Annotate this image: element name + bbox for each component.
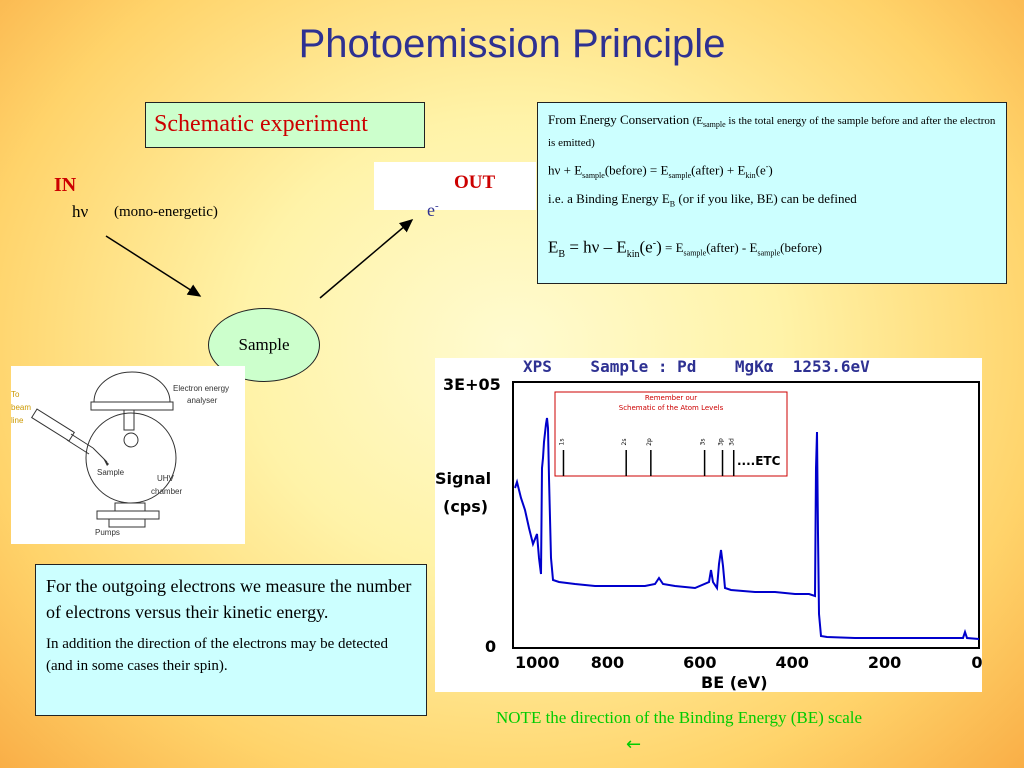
x-tick-800: 800 [591,653,624,672]
inset-level-label-1s: 1s [558,439,565,446]
energy-intro: From Energy Conservation (Esample is the… [548,112,996,150]
schematic-heading: Schematic experiment [145,102,425,148]
inset-etc: ....ETC [737,454,781,468]
apparatus-diagram: To beam line Electron energy analyser Sa… [11,366,245,544]
uhv-label-2: chamber [151,487,183,496]
electron-charge: - [435,200,439,212]
out-panel [374,162,536,210]
electron-symbol: e [427,200,435,220]
x-axis-label: BE (eV) [701,673,768,692]
outgoing-text-1: For the outgoing electrons we measure th… [46,576,412,622]
outgoing-electrons-box: For the outgoing electrons we measure th… [35,564,427,716]
analyser-label-2: analyser [187,396,218,405]
analyser-label-1: Electron energy [173,384,230,393]
x-tick-400: 400 [775,653,808,672]
uhv-label-1: UHV [157,474,174,483]
outgoing-text-2: In addition the direction of the electro… [46,636,388,674]
xps-spectrum-panel: XPS Sample : Pd MgKα 1253.6eV 3E+05 0 Si… [435,357,983,692]
in-label: IN [54,174,77,196]
sample-label: Sample [238,335,290,354]
inset-level-label-3p: 3p [718,438,725,446]
x-tick-200: 200 [868,653,901,672]
xps-header: XPS Sample : Pd MgKα 1253.6eV [523,358,870,376]
xps-spectrum: XPS Sample : Pd MgKα 1253.6eV 3E+05 0 Si… [435,357,983,692]
y-zero-tick: 0 [485,637,496,656]
binding-energy-def: i.e. a Binding Energy EB (or if you like… [548,191,857,209]
x-ticks: 1000 800 600 400 200 0 [515,653,983,672]
incoming-arrow [105,235,202,297]
inset-level-label-2p: 2p [646,438,653,446]
y-label-1: Signal [435,469,491,488]
inset-level-label-3d: 3d [729,438,736,446]
be-direction-note: NOTE the direction of the Binding Energy… [496,708,863,727]
apparatus-sample-label: Sample [97,468,125,477]
x-tick-600: 600 [683,653,716,672]
mono-energetic-label: (mono-energetic) [114,204,218,220]
outgoing-arrow [319,219,414,299]
slide-title: Photoemission Principle [298,22,726,66]
y-top-tick: 3E+05 [443,375,501,394]
plot-frame [512,381,980,649]
inset-levels: 1s 2s 2p 3s 3p 3d [558,438,736,476]
inset-box [554,391,788,477]
x-tick-1000: 1000 [515,653,560,672]
line-label: line [11,416,24,425]
x-tick-0: 0 [971,653,982,672]
to-label: To [11,390,20,399]
inset-level-label-3s: 3s [700,439,707,446]
left-arrow-icon: ← [626,734,642,755]
beam-label: beam [11,403,32,412]
y-label-2: (cps) [443,497,488,516]
out-label: OUT [454,172,496,193]
inset-level-label-2s: 2s [621,439,628,446]
apparatus-drawing [31,371,177,528]
electron-label: e- [427,200,439,221]
inset-title-2: Schematic of the Atom Levels [619,404,724,412]
photon-label: hν [72,202,89,221]
spectrum-trace [514,417,980,640]
inset-title-1: Remember our [645,394,697,402]
pumps-label: Pumps [95,528,120,537]
energy-conservation-box: From Energy Conservation (Esample is the… [537,102,1007,284]
binding-energy-equation: EB = hν – Ekin(e-) = Esample(after) - Es… [548,237,822,260]
energy-equation-1: hν + Esample(before) = Esample(after) + … [548,162,773,181]
